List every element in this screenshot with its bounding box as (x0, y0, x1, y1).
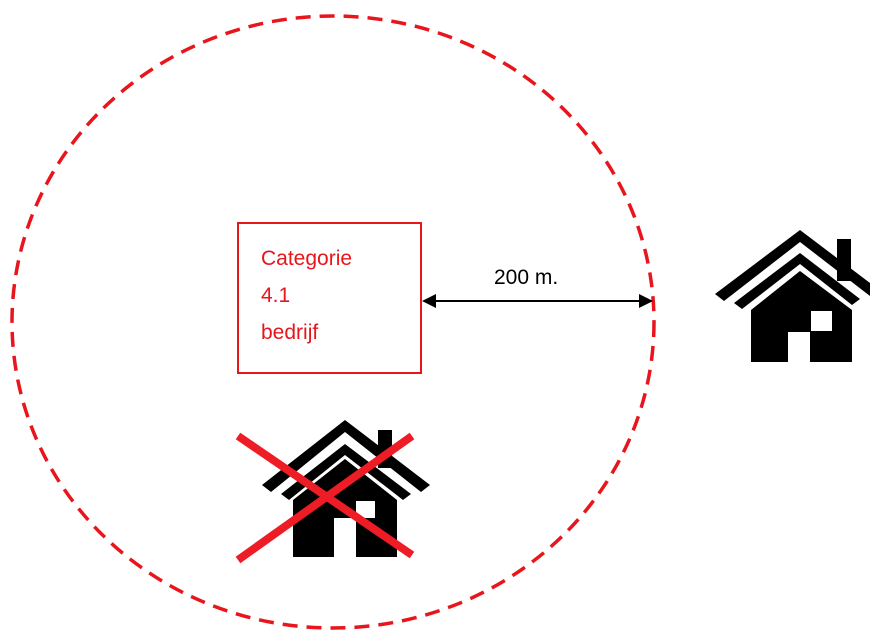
company-box-line-2: 4.1 (261, 284, 290, 307)
red-cross-icon (235, 432, 415, 564)
company-box-border (237, 222, 422, 374)
company-box-line-3: bedrijf (261, 321, 318, 344)
zone-circle (10, 14, 656, 630)
distance-label: 200 m. (494, 266, 558, 289)
distance-arrow (422, 294, 653, 308)
arrow-head-left (422, 294, 436, 308)
company-box-line-1: Categorie (261, 247, 352, 270)
arrow-head-right (639, 294, 653, 308)
house-outside-zone-icon (715, 230, 870, 362)
company-box: Categorie 4.1 bedrijf (237, 222, 422, 374)
